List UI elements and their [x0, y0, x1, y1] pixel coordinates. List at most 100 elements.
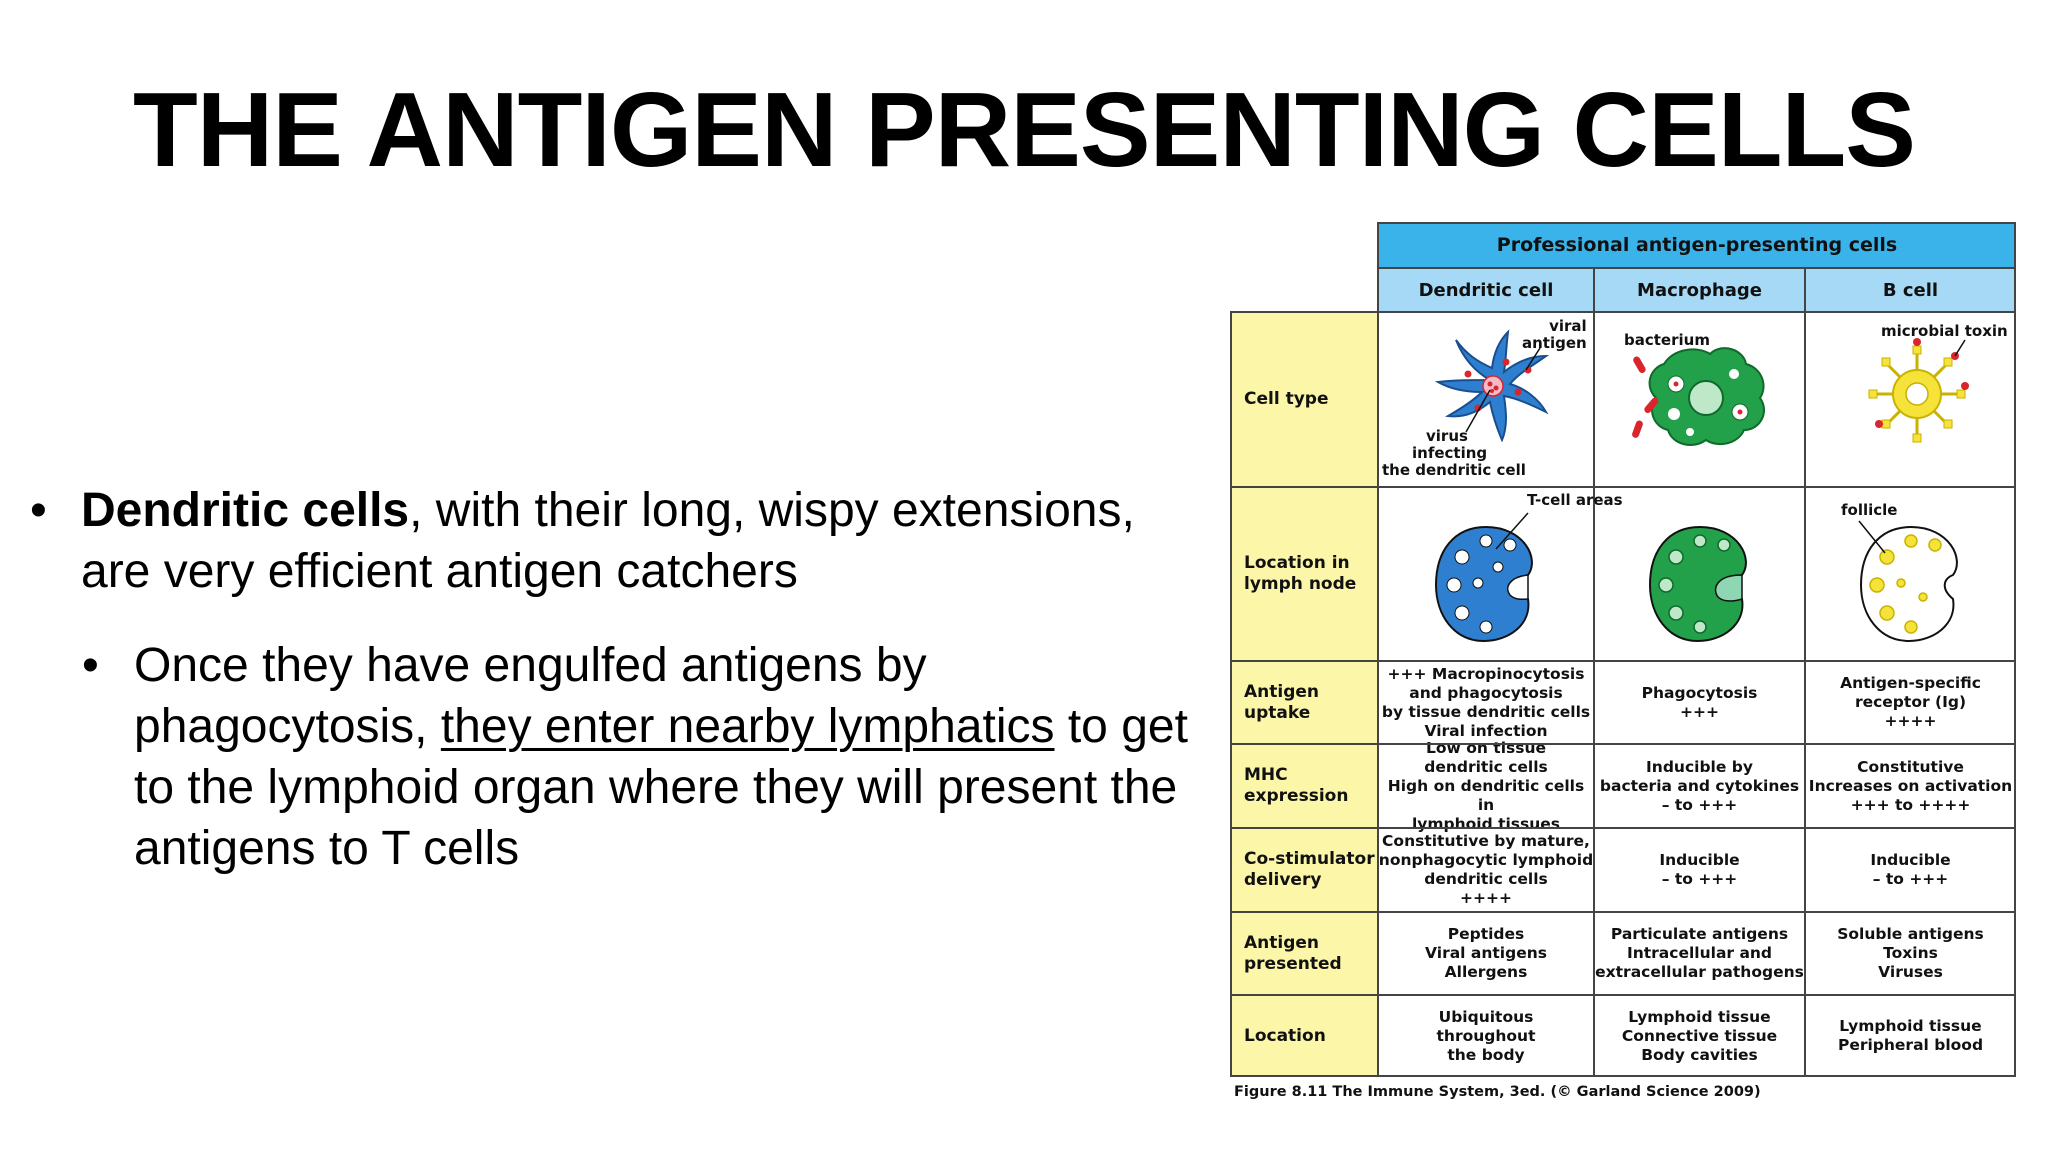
table-cell: Inducible– to +++: [1805, 828, 2016, 912]
table-cell-line: extracellular pathogens: [1595, 963, 1804, 981]
table-cell-line: ++++: [1884, 712, 1937, 730]
table-cell-line: dendritic cells: [1424, 870, 1548, 888]
dendritic-cell-illustration: [1434, 329, 1550, 443]
bcell-illustration: [1868, 338, 1969, 443]
grid-line: [1230, 660, 2016, 662]
table-cell-line: Soluble antigens: [1837, 925, 1984, 943]
apc-table: Professional antigen-presenting cells De…: [1230, 222, 2016, 1077]
lymph-node-dendritic: [1434, 512, 1533, 643]
table-cell: Constitutive by mature,nonphagocytic lym…: [1378, 828, 1594, 912]
grid-line: [1230, 743, 2016, 745]
grid-line: [1377, 222, 1379, 1077]
grid-line: [1230, 911, 2016, 913]
table-cell-line: and phagocytosis: [1409, 683, 1563, 702]
label-virus-infecting-line: the dendritic cell: [1382, 461, 1526, 479]
table-cell-line: Low on tissue: [1425, 738, 1547, 757]
row-label-line: Location: [1244, 1025, 1326, 1046]
slide-title: THE ANTIGEN PRESENTING CELLS: [133, 71, 1916, 189]
row-label: Cell type: [1230, 312, 1378, 487]
grid-line: [2014, 222, 2016, 1077]
table-cell-line: receptor (Ig): [1854, 693, 1967, 711]
table-cell: Phagocytosis+++: [1594, 661, 1805, 744]
table-cell: Inducible– to +++: [1594, 828, 1805, 912]
table-header: Professional antigen-presenting cells: [1378, 222, 2016, 268]
table-cell-line: nonphagocytic lymphoid: [1378, 851, 1594, 869]
sub-bullet-underlined: they enter nearby lymphatics: [440, 700, 1055, 753]
label-virus-infecting-line: infecting: [1412, 444, 1488, 462]
column-header-dendritic: Dendritic cell: [1378, 268, 1594, 312]
table-cell-line: Lymphoid tissue: [1628, 1007, 1771, 1026]
table-cell-line: Constitutive by mature,: [1382, 832, 1590, 850]
row-label-line: expression: [1244, 786, 1349, 806]
label-viral-antigen-line: viral: [1549, 317, 1587, 335]
label-follicle: follicle: [1841, 501, 1898, 519]
grid-line: [1378, 222, 2016, 224]
row-label: Location: [1230, 995, 1378, 1077]
table-cell-line: Inducible: [1659, 851, 1740, 869]
table-cell-line: – to +++: [1872, 870, 1949, 888]
bullet-dendritic-cells-text: , with their long, wispy extensions, are…: [81, 484, 1135, 598]
table-cell-line: Allergens: [1444, 963, 1528, 981]
label-microbial-toxin: microbial toxin: [1881, 322, 2008, 340]
sub-bullet-phagocytosis: Once they have engulfed antigens by phag…: [30, 635, 1210, 879]
sub-bullet-text-post: to get to the lymphoid organ where they …: [134, 700, 1188, 875]
table-cell-line: Connective tissue: [1621, 1026, 1778, 1045]
table-cell-line: Intracellular and: [1626, 944, 1773, 962]
table-cell-line: +++ to ++++: [1850, 795, 1971, 814]
grid-line: [1230, 827, 2016, 829]
grid-line: [1230, 1075, 2016, 1077]
table-cell-line: Toxins: [1883, 944, 1938, 962]
table-cell-line: Antigen-specific: [1840, 674, 1981, 692]
table-cell-line: throughout: [1436, 1026, 1536, 1045]
row-label-line: presented: [1244, 953, 1342, 974]
table-cell-line: Peptides: [1447, 925, 1525, 943]
table-cell-line: Increases on activation: [1808, 776, 2013, 795]
row-label-line: Antigen: [1244, 681, 1320, 702]
table-cell-line: dendritic cells: [1424, 757, 1548, 776]
table-cell-line: +++: [1680, 702, 1719, 721]
table-cell-line: +++ Macropinocytosis: [1387, 664, 1585, 683]
row-label-line: Antigen: [1244, 932, 1320, 953]
column-header-macrophage: Macrophage: [1594, 268, 1805, 312]
table-cell-line: Lymphoid tissue: [1839, 1017, 1982, 1035]
row-label-line: lymph node: [1244, 574, 1357, 594]
label-bacterium: bacterium: [1624, 331, 1710, 349]
table-cell-line: – to +++: [1661, 870, 1738, 888]
table-cell-line: the body: [1447, 1045, 1525, 1064]
table-cell-line: Particulate antigens: [1610, 925, 1789, 943]
column-header-bcell: B cell: [1805, 268, 2016, 312]
label-t-cell-areas: T-cell areas: [1527, 491, 1623, 509]
grid-line: [1230, 486, 2016, 488]
row-label-line: delivery: [1244, 870, 1322, 890]
table-cell-line: Viral antigens: [1425, 944, 1547, 962]
figure-caption: Figure 8.11 The Immune System, 3ed. (© G…: [1234, 1084, 1761, 1100]
table-cell-line: Inducible: [1870, 851, 1951, 869]
table-cell-line: Inducible by: [1646, 757, 1753, 776]
apc-figure: Professional antigen-presenting cells De…: [1230, 222, 2016, 1106]
bullet-list: Dendritic cells, with their long, wispy …: [30, 480, 1210, 879]
table-cell-line: Constitutive: [1857, 757, 1964, 776]
sub-bullet-text-pre: Once they have engulfed antigens by phag…: [134, 639, 927, 753]
lymph-node-bcell: [1858, 520, 1958, 643]
macrophage-illustration: [1632, 347, 1765, 446]
table-cell-line: ++++: [1460, 889, 1512, 907]
grid-line: [1230, 312, 1232, 1077]
grid-line: [1593, 268, 1595, 1077]
table-cell-line: by tissue dendritic cells: [1381, 702, 1591, 721]
